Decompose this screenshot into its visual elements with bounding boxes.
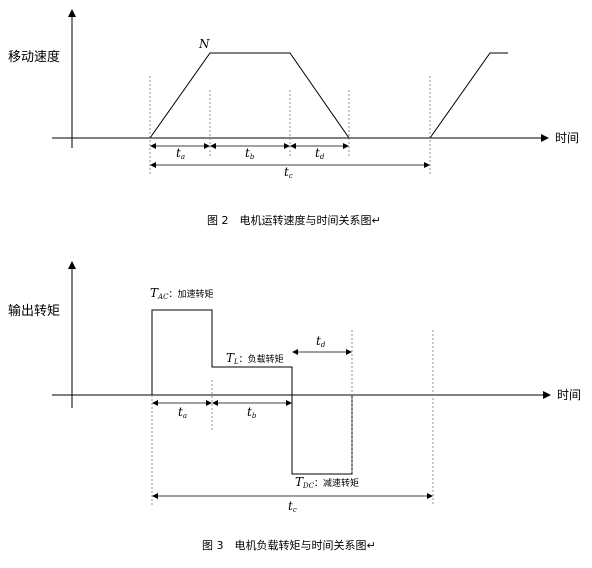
fig2-x-label: 时间 (555, 131, 579, 145)
fig3-torque-profile (151, 309, 353, 475)
fig3-ta-label: ta (178, 405, 187, 420)
fig2-speed-profile (149, 52, 350, 139)
fig2-dashed-guides (149, 76, 431, 176)
fig3-td-label: td (316, 334, 326, 349)
fig2-y-label: 移动速度 (8, 49, 60, 65)
fig3-y-label: 输出转矩 (8, 303, 60, 319)
fig2-tc-label: tc (284, 165, 293, 180)
fig3-x-label: 时间 (557, 388, 581, 402)
fig2-tb-label: tb (245, 146, 255, 161)
fig2-speed-diagram: 移动速度 时间 N ta tb td tc 图 2 电机运转速度与时间关系图↵ (8, 9, 579, 227)
fig3-tdc-label: TDC：减速转矩 (295, 475, 359, 490)
fig2-peak-label: N (198, 37, 210, 51)
fig3-tac-label: TAC：加速转矩 (150, 286, 213, 301)
fig2-caption: 图 2 电机运转速度与时间关系图↵ (207, 213, 381, 227)
fig3-torque-diagram: 输出转矩 时间 TAC：加速转矩 TL：负载转矩 TDC：减速转矩 td ta … (8, 261, 581, 552)
fig2-ta-label: ta (176, 146, 185, 161)
fig3-tl-label: TL：负载转矩 (226, 351, 284, 366)
fig3-caption: 图 3 电机负载转矩与时间关系图↵ (202, 538, 376, 552)
fig2-td-label: td (315, 146, 325, 161)
fig2-next-cycle-ramp (429, 52, 508, 139)
fig3-dashed-guides (151, 330, 434, 506)
fig3-tb-label: tb (247, 405, 257, 420)
fig3-tc-label: tc (288, 499, 297, 514)
